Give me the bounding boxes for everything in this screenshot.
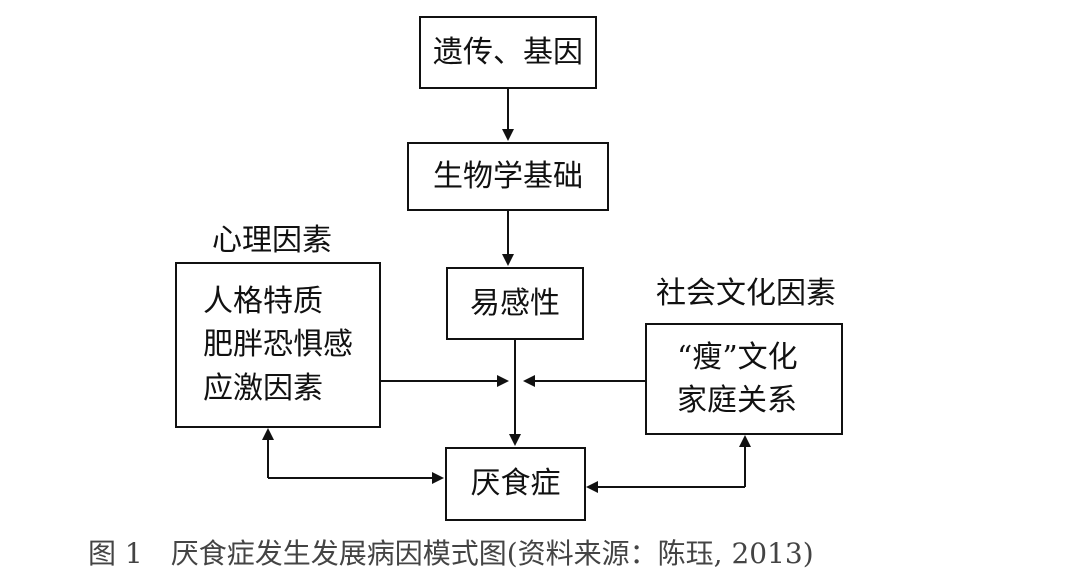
genetics-label: 遗传、基因 <box>433 34 583 70</box>
psych-item: 肥胖恐惧感 <box>203 327 353 363</box>
social-item: “瘦”文化 <box>677 339 798 375</box>
psychology-box: 人格特质 肥胖恐惧感 应激因素 <box>175 262 381 428</box>
social-item: 家庭关系 <box>677 383 797 418</box>
psychology-heading: 心理因素 <box>212 223 332 258</box>
figure-caption: 图 1 厌食症发生发展病因模式图(资料来源：陈珏, 2013) <box>88 537 814 570</box>
social-heading: 社会文化因素 <box>656 276 836 311</box>
susceptibility-label: 易感性 <box>470 285 560 321</box>
social-box: “瘦”文化 家庭关系 <box>645 323 843 435</box>
psych-item: 人格特质 <box>203 283 323 319</box>
biology-box: 生物学基础 <box>407 142 609 211</box>
susceptibility-box: 易感性 <box>446 267 584 340</box>
psych-item: 应激因素 <box>203 370 323 406</box>
anorexia-label: 厌食症 <box>470 466 561 501</box>
genetics-box: 遗传、基因 <box>419 16 597 89</box>
anorexia-box: 厌食症 <box>445 447 586 521</box>
biology-label: 生物学基础 <box>433 158 583 194</box>
